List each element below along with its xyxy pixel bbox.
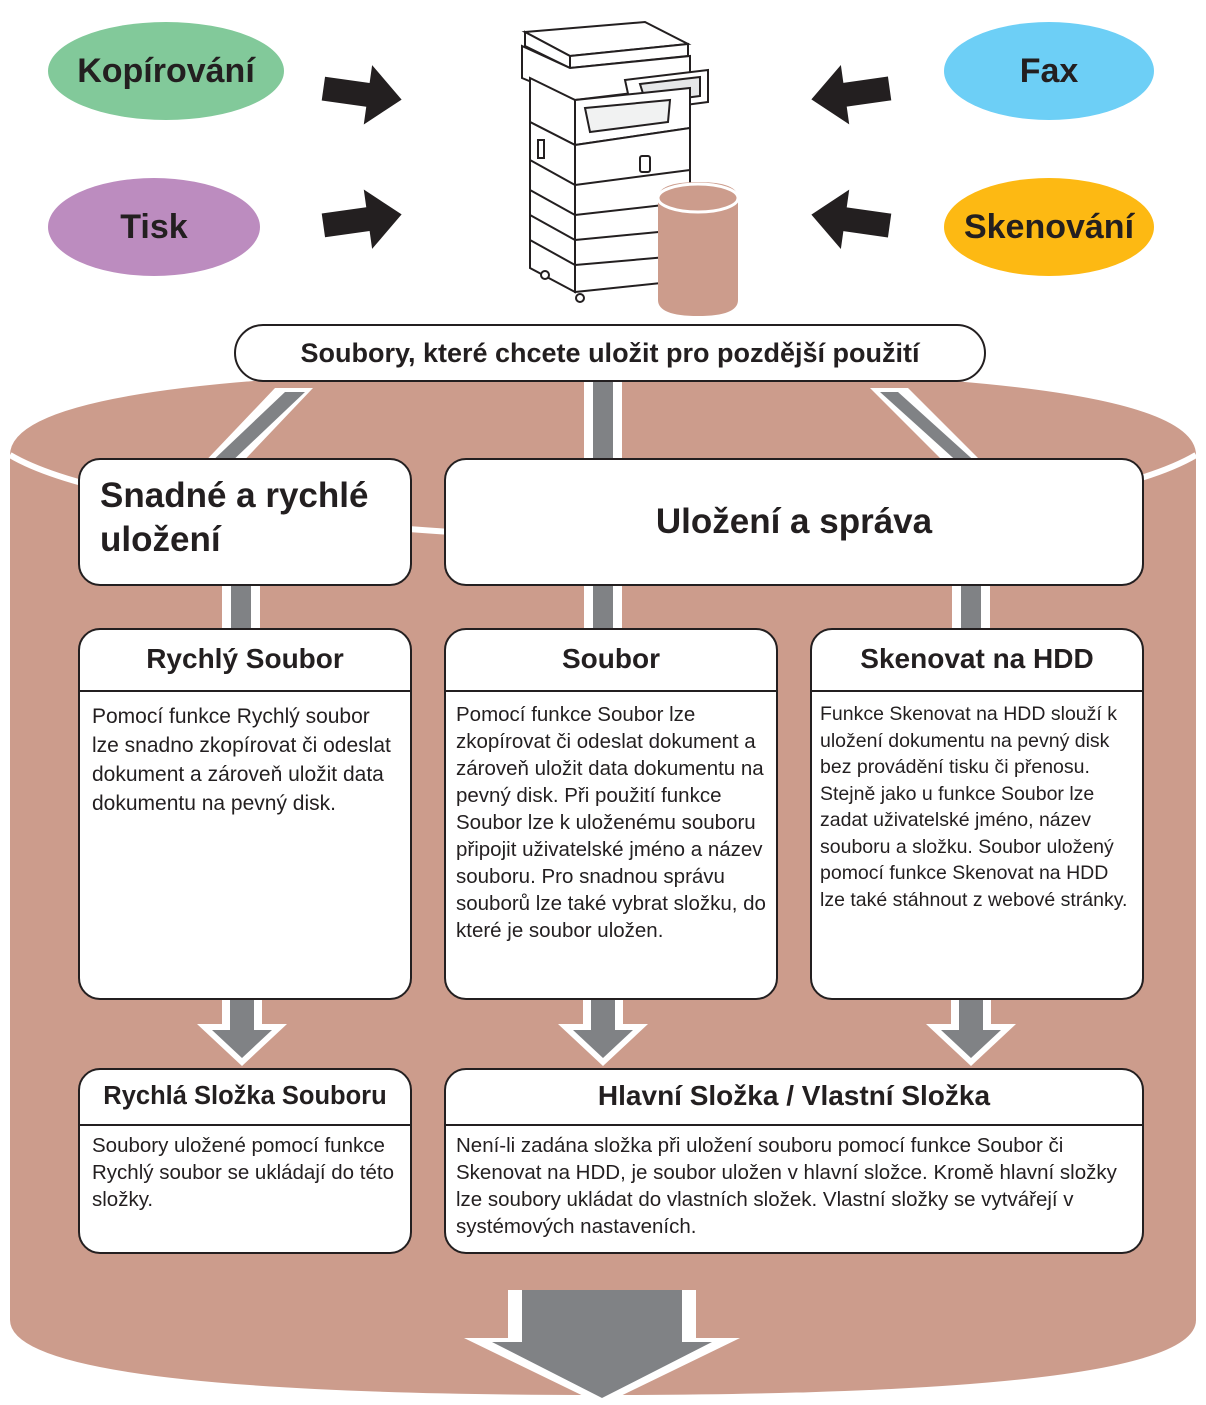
output-arrow bbox=[464, 1290, 740, 1405]
function-file: Soubor Pomocí funkce Soubor lze zkopírov… bbox=[444, 628, 778, 1000]
category-quick: Snadné a rychlé uložení bbox=[78, 458, 412, 586]
connector-center-inner bbox=[593, 380, 613, 470]
function-quick-file-title: Rychlý Soubor bbox=[80, 630, 410, 692]
connector-right-inner bbox=[880, 392, 980, 466]
down-arrow-scan bbox=[926, 998, 1016, 1066]
function-scan-hdd: Skenovat na HDD Funkce Skenovat na HDD s… bbox=[810, 628, 1144, 1000]
folder-main-text: Není-li zadána složka při uložení soubor… bbox=[456, 1134, 1117, 1238]
source-copy-label: Kopírování bbox=[77, 51, 255, 90]
connector-quick-inner bbox=[231, 585, 251, 633]
arrow-copy-icon bbox=[321, 65, 402, 125]
source-print-label: Tisk bbox=[120, 207, 188, 246]
folder-main-title: Hlavní Složka / Vlastní Složka bbox=[446, 1070, 1142, 1126]
function-file-title: Soubor bbox=[446, 630, 776, 692]
folder-main: Hlavní Složka / Vlastní Složka Není-li z… bbox=[444, 1068, 1144, 1254]
folder-quick-title: Rychlá Složka Souboru bbox=[80, 1070, 410, 1126]
banner-text: Soubory, které chcete uložit pro pozdějš… bbox=[300, 337, 920, 368]
source-fax: Fax bbox=[944, 22, 1154, 120]
category-quick-title: Snadné a rychlé uložení bbox=[100, 476, 369, 559]
function-quick-file-text: Pomocí funkce Rychlý soubor lze snadno z… bbox=[92, 705, 391, 815]
arrow-print-icon bbox=[321, 189, 402, 249]
function-quick-file: Rychlý Soubor Pomocí funkce Rychlý soubo… bbox=[78, 628, 412, 1000]
connector-file-inner bbox=[593, 585, 613, 633]
folder-quick: Rychlá Složka Souboru Soubory uložené po… bbox=[78, 1068, 412, 1254]
down-arrow-quick bbox=[197, 998, 287, 1066]
arrow-scan-icon bbox=[811, 189, 892, 250]
source-fax-label: Fax bbox=[1019, 51, 1079, 90]
function-file-text: Pomocí funkce Soubor lze zkopírovat či o… bbox=[456, 703, 766, 942]
category-manage-title: Uložení a správa bbox=[655, 502, 933, 541]
connector-left-inner bbox=[207, 392, 305, 466]
source-scan: Skenování bbox=[944, 178, 1154, 276]
arrow-fax-icon bbox=[811, 64, 892, 125]
printer-icon bbox=[521, 20, 709, 303]
source-scan-label: Skenování bbox=[963, 207, 1135, 246]
source-print: Tisk bbox=[48, 178, 260, 276]
category-manage: Uložení a správa bbox=[444, 458, 1144, 586]
source-copy: Kopírování bbox=[48, 22, 284, 120]
hdd-drum-icon bbox=[656, 182, 740, 316]
folder-quick-text: Soubory uložené pomocí funkce Rychlý sou… bbox=[92, 1134, 394, 1211]
connector-scan-inner bbox=[961, 585, 981, 633]
function-scan-hdd-title: Skenovat na HDD bbox=[812, 630, 1142, 692]
down-arrow-file bbox=[558, 998, 648, 1066]
function-scan-hdd-text: Funkce Skenovat na HDD slouží k uložení … bbox=[820, 703, 1128, 911]
banner: Soubory, které chcete uložit pro pozdějš… bbox=[234, 324, 986, 382]
